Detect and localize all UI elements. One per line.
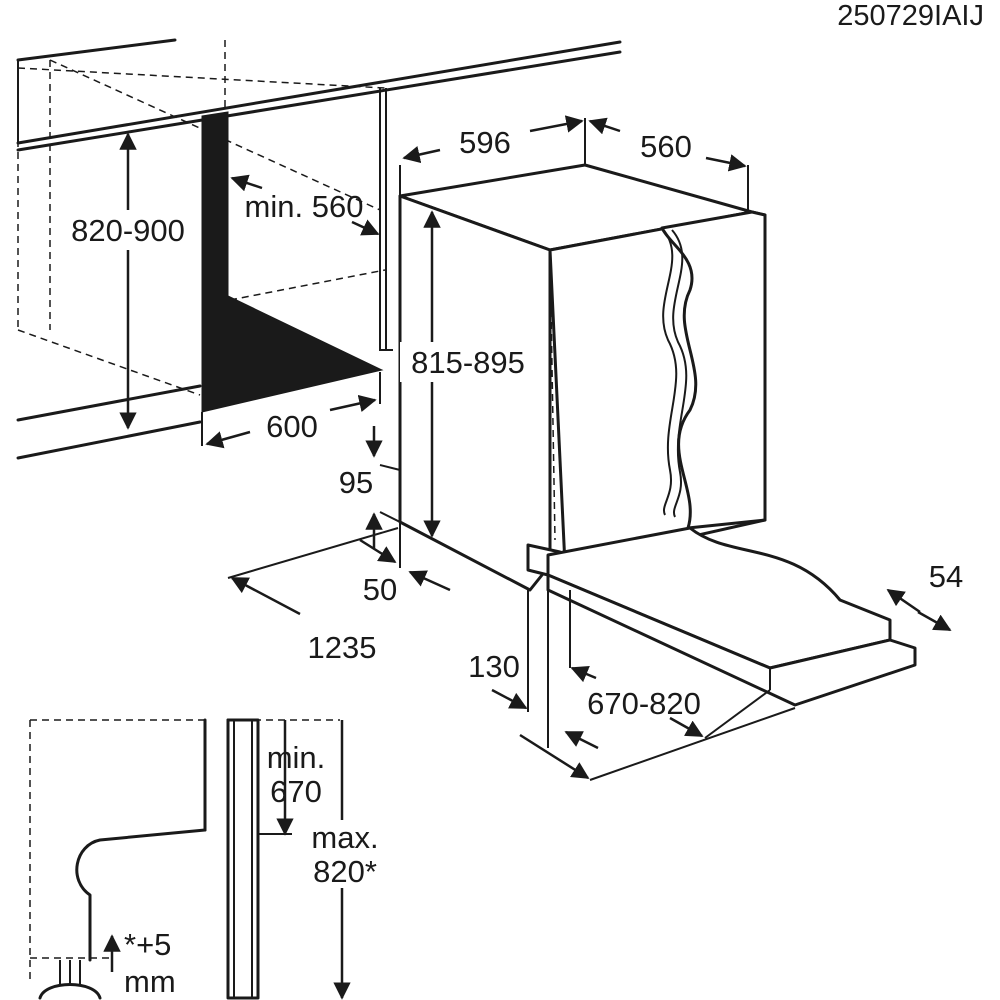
niche-depth-dimension bbox=[230, 174, 380, 236]
niche-width-label: 600 bbox=[266, 409, 318, 444]
appliance-width-label: 596 bbox=[459, 125, 511, 160]
niche-height-dimension bbox=[60, 132, 195, 430]
detail-note-line1: *+5 bbox=[124, 927, 171, 962]
plinth-recess-label: 50 bbox=[363, 572, 397, 607]
detail-max-value: 820* bbox=[313, 854, 377, 889]
kitchen-niche bbox=[16, 38, 622, 460]
plinth-height-label: 95 bbox=[339, 465, 373, 500]
appliance-width-depth-dimensions bbox=[399, 115, 749, 212]
niche-side-wall bbox=[201, 111, 384, 413]
plinth-height-dimension bbox=[365, 426, 401, 548]
total-depth-label: 1235 bbox=[308, 630, 377, 665]
door-height-label: 670-820 bbox=[587, 686, 701, 721]
door-thickness-dimension bbox=[886, 588, 952, 632]
niche-width-dimension bbox=[201, 372, 381, 449]
appliance-height-label: 815-895 bbox=[411, 345, 525, 380]
total-depth-dimension bbox=[227, 527, 796, 781]
detail-min-value: 670 bbox=[270, 774, 322, 809]
detail-note-line2: mm bbox=[124, 964, 176, 999]
niche-min-depth-label: min. 560 bbox=[245, 189, 364, 224]
plinth-recess-dimension bbox=[359, 522, 451, 592]
detail-max-label: max. bbox=[311, 820, 378, 855]
reference-code: 250729IAIJ bbox=[837, 0, 984, 32]
door-thickness-label: 54 bbox=[929, 559, 963, 594]
dishwasher-door bbox=[546, 210, 917, 707]
plinth-detail bbox=[29, 718, 385, 1000]
door-gap-label: 130 bbox=[468, 649, 520, 684]
door-height-dimension bbox=[569, 590, 771, 739]
appliance-depth-label: 560 bbox=[640, 129, 692, 164]
appliance-height-dimension bbox=[400, 210, 536, 538]
door-gap-dimension bbox=[491, 590, 599, 750]
detail-min-label: min. bbox=[267, 740, 326, 775]
door-section bbox=[226, 718, 260, 1000]
niche-height-label: 820-900 bbox=[71, 213, 185, 248]
